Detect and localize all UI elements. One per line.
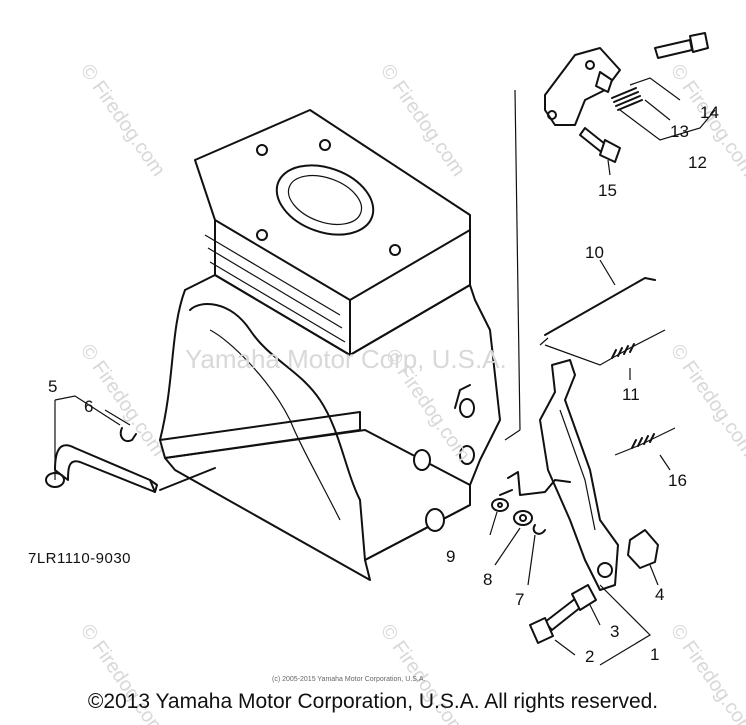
engine-block <box>159 109 501 581</box>
callout-7: 7 <box>515 590 524 609</box>
leader-10 <box>599 259 616 286</box>
watermark-tile: © Firedog.com <box>76 60 169 180</box>
bolt-2 <box>529 584 597 644</box>
callout-2: 2 <box>585 647 594 666</box>
callout-10: 10 <box>585 243 604 262</box>
callout-15: 15 <box>598 181 617 200</box>
callout-11: 11 <box>622 385 640 404</box>
callout-16: 16 <box>668 471 687 490</box>
fine-print: (c) 2005-2015 Yamaha Motor Corporation, … <box>272 676 425 683</box>
leader-1 <box>599 584 651 666</box>
callout-4: 4 <box>655 585 664 604</box>
spring-11 <box>544 329 666 366</box>
leader-3 <box>589 604 601 626</box>
watermark-center: Yamaha Motor Corp, U.S.A. <box>185 344 507 374</box>
leader-16 <box>659 454 671 471</box>
breather-pipe <box>45 444 216 493</box>
lever-arm <box>499 359 619 591</box>
callout-5: 5 <box>48 377 57 396</box>
leader-5b <box>54 395 121 426</box>
bracket-assembly <box>504 32 709 441</box>
copyright-footer: ©2013 Yamaha Motor Corporation, U.S.A. A… <box>87 690 659 713</box>
rod-10 <box>539 277 656 346</box>
callout-8: 8 <box>483 570 492 589</box>
callout-6: 6 <box>84 397 93 416</box>
leader-2 <box>554 639 576 656</box>
leader-6 <box>104 409 131 426</box>
leader-13 <box>644 99 671 121</box>
callout-9: 9 <box>446 547 455 566</box>
leader-14 <box>629 77 681 101</box>
leader-9 <box>489 511 498 536</box>
pipe-clip <box>119 427 137 442</box>
leader-12 <box>619 109 716 141</box>
washers <box>491 498 546 535</box>
spring-16 <box>614 427 676 456</box>
nut-4 <box>627 529 659 569</box>
callout-14: 14 <box>700 103 719 122</box>
diagram-code: 7LR1110-9030 <box>28 550 131 567</box>
watermark-tile: © Firedog.com <box>666 340 746 460</box>
leader-7 <box>527 534 536 586</box>
callouts: 1 2 3 4 5 6 7 8 9 10 11 12 13 14 15 16 <box>48 103 719 666</box>
callout-1: 1 <box>650 645 659 664</box>
callout-13: 13 <box>670 122 689 141</box>
leader-8 <box>494 527 521 566</box>
callout-3: 3 <box>610 622 619 641</box>
leader-4 <box>649 564 659 586</box>
callout-12: 12 <box>688 153 707 172</box>
leader-15 <box>607 159 611 176</box>
